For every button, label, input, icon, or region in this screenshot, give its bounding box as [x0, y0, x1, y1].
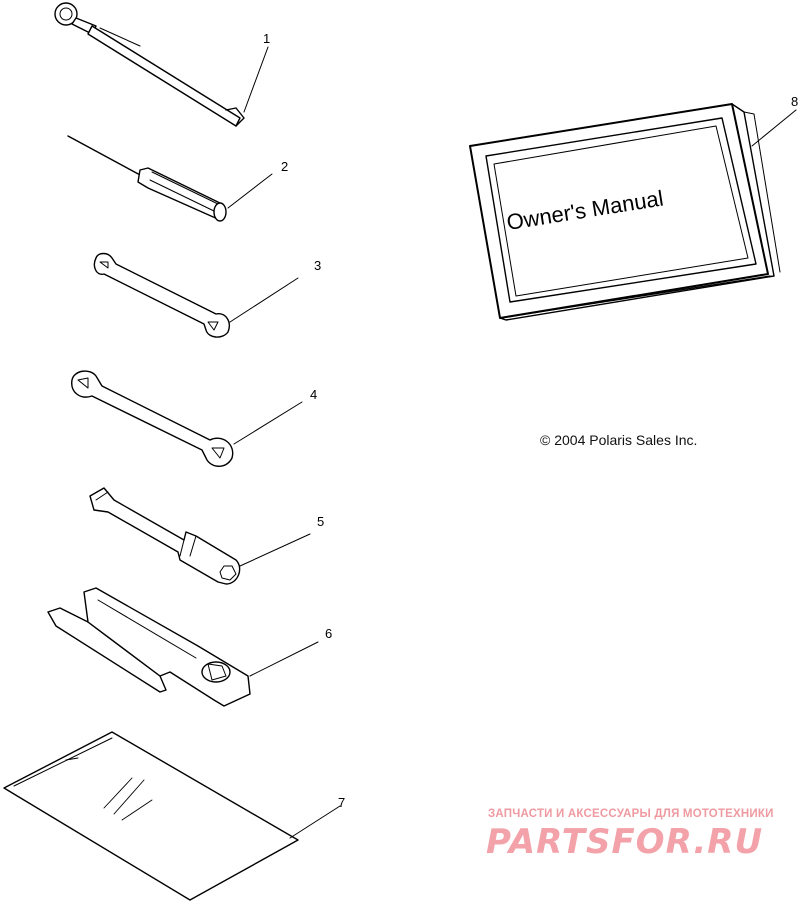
owners-manual-book: [469, 103, 797, 321]
spark-plug-socket: [89, 487, 311, 585]
callout-7: 7: [338, 795, 346, 810]
callout-3: 3: [314, 258, 322, 273]
callout-4: 4: [310, 387, 318, 402]
tool-pouch: [3, 731, 341, 901]
tire-gauge: [54, 2, 269, 127]
callout-5: 5: [317, 514, 325, 529]
copyright-text: © 2004 Polaris Sales Inc.: [540, 432, 698, 448]
watermark-tagline: ЗАПЧАСТИ И АКСЕССУАРЫ ДЛЯ МОТОТЕХНИКИ: [488, 808, 774, 820]
callout-6: 6: [325, 626, 333, 641]
callout-1: 1: [263, 31, 271, 46]
callout-8: 8: [791, 94, 799, 109]
callout-2: 2: [281, 159, 289, 174]
bent-handle-tool: [47, 587, 319, 707]
wrench-small: [93, 252, 299, 338]
watermark-logo: PARTSFOR.RU: [486, 822, 764, 862]
wrench-large: [71, 370, 303, 467]
screwdriver: [67, 135, 273, 222]
